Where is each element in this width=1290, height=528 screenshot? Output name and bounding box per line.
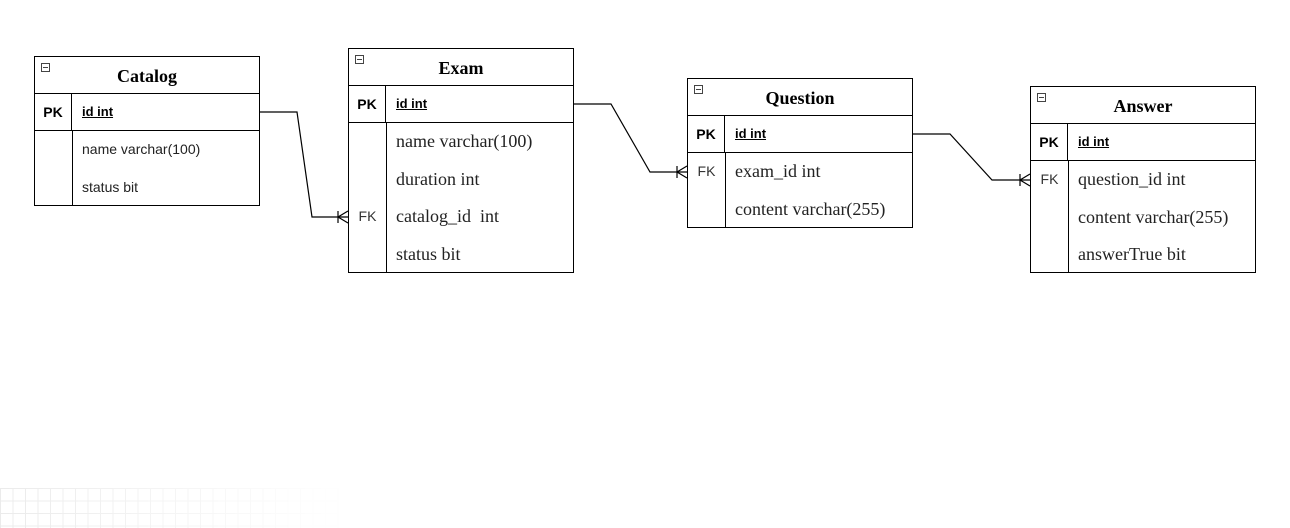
field-name: question_id int <box>1078 169 1186 189</box>
field-name: name varchar(100) <box>396 131 533 151</box>
field-name: catalog_id int <box>396 206 499 226</box>
field-name: duration int <box>396 168 480 189</box>
relationship-exam-question <box>574 103 687 173</box>
table-title: Catalog <box>117 66 177 86</box>
collapse-icon[interactable] <box>1037 93 1046 102</box>
table-question[interactable]: Question PK id int FK exam_id int conten… <box>687 78 913 228</box>
key-label: PK <box>1031 124 1068 160</box>
crowfoot-exam-question <box>675 165 688 179</box>
field-name: answerTrue bit <box>1078 244 1186 264</box>
key-label: FK <box>358 208 377 224</box>
primary-key-row[interactable]: PK id int <box>35 94 259 131</box>
table-row[interactable]: status bit <box>349 236 573 274</box>
table-row[interactable]: name varchar(100) <box>349 123 573 161</box>
field-name: content varchar(255) <box>1078 206 1229 227</box>
field-name: id int <box>82 104 114 119</box>
key-label: PK <box>688 116 725 152</box>
table-catalog[interactable]: Catalog PK id int name varchar(100) stat… <box>34 56 260 206</box>
field-name: id int <box>396 96 428 111</box>
key-label: FK <box>1040 171 1059 187</box>
key-label: FK <box>697 163 716 179</box>
field-name: content varchar(255) <box>735 198 886 219</box>
field-name: name varchar(100) <box>82 141 201 157</box>
table-row[interactable]: FK exam_id int <box>688 153 912 191</box>
crowfoot-question-answer <box>1018 173 1031 187</box>
table-header[interactable]: Catalog <box>35 57 259 94</box>
table-title: Answer <box>1113 96 1173 116</box>
primary-key-row[interactable]: PK id int <box>1031 124 1255 161</box>
crowfoot-catalog-exam <box>336 210 349 224</box>
table-header[interactable]: Answer <box>1031 87 1255 124</box>
key-label: PK <box>35 94 72 130</box>
key-label: PK <box>349 86 386 122</box>
table-title: Exam <box>438 58 484 78</box>
collapse-icon[interactable] <box>694 85 703 94</box>
table-row[interactable]: name varchar(100) <box>35 131 259 169</box>
field-name: exam_id int <box>735 161 821 181</box>
canvas-grid <box>0 488 348 528</box>
table-row[interactable]: status bit <box>35 169 259 207</box>
table-header[interactable]: Question <box>688 79 912 116</box>
table-row[interactable]: duration int <box>349 161 573 199</box>
table-header[interactable]: Exam <box>349 49 573 86</box>
primary-key-row[interactable]: PK id int <box>349 86 573 123</box>
relationship-question-answer <box>912 133 1030 181</box>
collapse-icon[interactable] <box>355 55 364 64</box>
primary-key-row[interactable]: PK id int <box>688 116 912 153</box>
field-name: id int <box>735 126 767 141</box>
table-row[interactable]: FK catalog_id int <box>349 198 573 236</box>
field-name: id int <box>1078 134 1110 149</box>
relationship-catalog-exam <box>260 111 348 218</box>
field-name: status bit <box>82 178 139 195</box>
table-title: Question <box>765 88 835 108</box>
table-row[interactable]: content varchar(255) <box>1031 199 1255 237</box>
table-row[interactable]: answerTrue bit <box>1031 236 1255 274</box>
table-row[interactable]: FK question_id int <box>1031 161 1255 199</box>
table-row[interactable]: content varchar(255) <box>688 191 912 229</box>
collapse-icon[interactable] <box>41 63 50 72</box>
field-name: status bit <box>396 243 461 264</box>
table-answer[interactable]: Answer PK id int FK question_id int cont… <box>1030 86 1256 273</box>
table-exam[interactable]: Exam PK id int name varchar(100) duratio… <box>348 48 574 273</box>
